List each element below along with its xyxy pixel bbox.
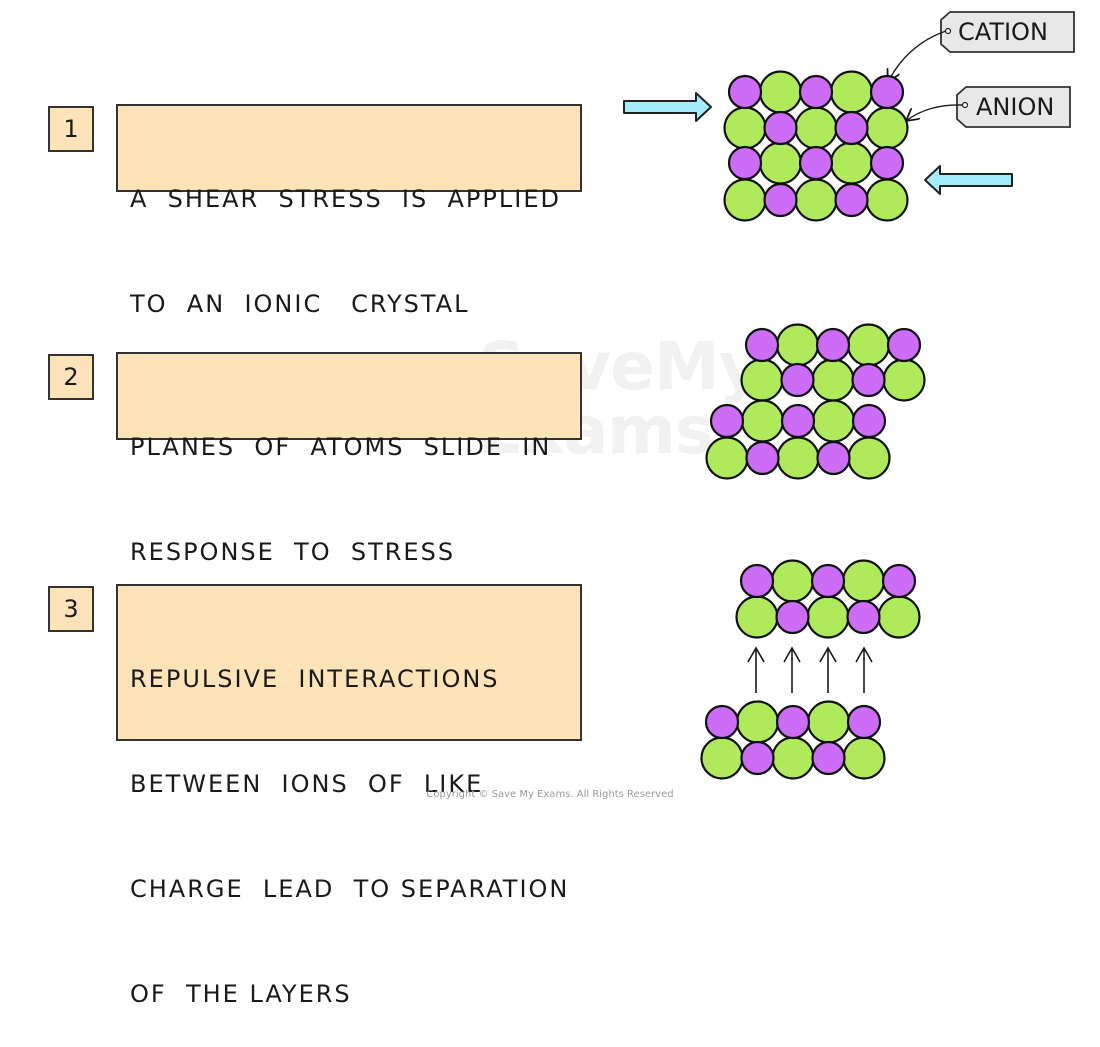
- cation-ion: [780, 362, 815, 398]
- anion-ion: [829, 70, 874, 114]
- arrow-up-icon: [819, 646, 837, 693]
- copyright-notice: Copyright © Save My Exams. All Rights Re…: [426, 789, 674, 800]
- cation-ion: [763, 110, 798, 146]
- separation-arrows: [747, 646, 873, 693]
- cation-ion: [811, 740, 846, 776]
- cation-ion: [851, 403, 887, 439]
- cation-ion: [740, 740, 775, 776]
- step-3-number: 3: [48, 586, 94, 632]
- step-1-number: 1: [48, 106, 94, 152]
- anion-ion: [776, 436, 820, 480]
- cation-label-tag: CATION: [888, 11, 1075, 82]
- anion-ion: [877, 595, 921, 639]
- crystal-diagrams: CATION ANION: [623, 11, 1075, 780]
- anion-ion: [705, 436, 749, 480]
- cation-ion: [846, 599, 881, 635]
- cation-label: CATION: [958, 18, 1048, 46]
- cation-ion: [798, 74, 834, 110]
- anion-ion: [846, 323, 891, 367]
- anion-ion: [735, 595, 779, 639]
- cation-ion: [745, 440, 780, 476]
- step-1-line-1: A SHEAR STRESS IS APPLIED: [130, 185, 561, 213]
- cation-ion: [775, 704, 811, 740]
- arrow-up-icon: [747, 646, 765, 693]
- anion-ion: [806, 595, 850, 639]
- cation-ion: [727, 74, 763, 110]
- cation-ion: [763, 182, 798, 218]
- cation-ion: [704, 704, 740, 740]
- cation-ion: [816, 440, 851, 476]
- anion-ion: [775, 323, 820, 367]
- anion-ion: [770, 559, 815, 603]
- cation-ion: [869, 145, 905, 181]
- arrow-right-icon: [623, 92, 712, 122]
- step-1-line-2: TO AN IONIC CRYSTAL: [130, 290, 470, 318]
- anion-ion: [865, 178, 909, 222]
- step-3-line-1: REPULSIVE INTERACTIONS: [130, 665, 500, 693]
- step-3-line-2: BETWEEN IONS OF LIKE: [130, 770, 484, 798]
- cation-ion: [815, 327, 851, 363]
- step-2-number: 2: [48, 354, 94, 400]
- cation-ion: [846, 704, 882, 740]
- anion-label: ANION: [976, 93, 1054, 121]
- step-2-line-1: PLANES OF ATOMS SLIDE IN: [130, 433, 552, 461]
- anion-ion: [794, 178, 838, 222]
- anion-ion: [758, 141, 803, 185]
- cation-ion: [780, 403, 816, 439]
- anion-ion: [723, 106, 767, 150]
- anion-ion: [882, 358, 926, 402]
- anion-ion: [865, 106, 909, 150]
- anion-ion: [735, 700, 780, 744]
- anion-ion: [811, 399, 856, 443]
- anion-ion: [806, 700, 851, 744]
- step-2-line-2: RESPONSE TO STRESS: [130, 538, 456, 566]
- cation-ion: [739, 563, 775, 599]
- step-2-text: PLANES OF ATOMS SLIDE IN RESPONSE TO STR…: [116, 352, 582, 566]
- cation-ion: [851, 362, 886, 398]
- anion-ion: [758, 70, 803, 114]
- anion-ion: [841, 559, 886, 603]
- cation-ion: [881, 563, 917, 599]
- cation-ion: [727, 145, 763, 181]
- arrow-left-icon: [924, 165, 1013, 195]
- anion-ion: [771, 736, 815, 780]
- step-1-text: A SHEAR STRESS IS APPLIED TO AN IONIC CR…: [116, 104, 582, 318]
- arrow-up-icon: [855, 646, 873, 693]
- cation-ion: [869, 74, 905, 110]
- anion-ion: [842, 736, 886, 780]
- cation-ion: [834, 182, 869, 218]
- anion-ion: [794, 106, 838, 150]
- anion-ion: [811, 358, 855, 402]
- cation-ion: [709, 403, 745, 439]
- cation-ion: [744, 327, 780, 363]
- anion-label-tag: ANION: [906, 86, 1071, 128]
- cation-ion: [810, 563, 846, 599]
- cation-ion: [798, 145, 834, 181]
- anion-ion: [723, 178, 767, 222]
- step-3-line-3: CHARGE LEAD TO SEPARATION: [130, 875, 570, 903]
- anion-ion: [740, 399, 785, 443]
- cation-ion: [886, 327, 922, 363]
- anion-ion: [740, 358, 784, 402]
- anion-ion: [700, 736, 744, 780]
- arrow-up-icon: [783, 646, 801, 693]
- anion-ion: [847, 436, 891, 480]
- step-3-line-4: OF THE LAYERS: [130, 980, 352, 1008]
- ion-lattices: [700, 70, 926, 780]
- cation-ion: [775, 599, 810, 635]
- anion-ion: [829, 141, 874, 185]
- cation-ion: [834, 110, 869, 146]
